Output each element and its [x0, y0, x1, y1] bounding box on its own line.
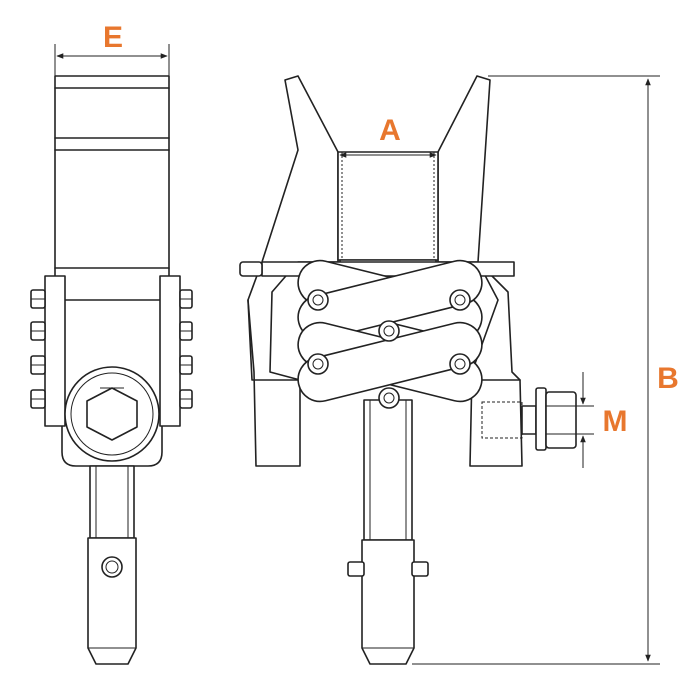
front-view-linkage — [297, 259, 483, 409]
dimension-A: A — [339, 114, 437, 158]
dimension-E: E — [54, 21, 170, 76]
front-view-threaded-screw — [337, 151, 439, 261]
front-view-shaft — [363, 399, 413, 541]
front-view-pin — [361, 539, 415, 665]
side-view-shaft — [89, 465, 135, 539]
linkage-pivot-pins — [307, 289, 471, 409]
dimension-label-B: B — [657, 362, 679, 395]
side-plate-right — [159, 275, 181, 427]
dimension-label-E: E — [103, 21, 123, 54]
side-view-bolts-right — [179, 289, 193, 409]
side-view — [30, 75, 193, 665]
dimension-label-M: M — [603, 405, 628, 438]
front-view-cross-pin-left — [347, 561, 365, 577]
dimension-label-A: A — [379, 114, 401, 147]
side-view-pin-hole — [101, 556, 123, 578]
front-view-cross-pin-right — [411, 561, 429, 577]
dimension-M: M — [576, 372, 628, 468]
side-view-bolts-left — [30, 289, 46, 409]
side-view-hex-nut — [86, 387, 138, 441]
front-view-locking-screw — [481, 387, 577, 451]
side-view-jaw-body — [54, 75, 170, 307]
dimension-B: B — [412, 75, 679, 665]
side-plate-left — [44, 275, 66, 427]
front-view — [239, 75, 577, 665]
